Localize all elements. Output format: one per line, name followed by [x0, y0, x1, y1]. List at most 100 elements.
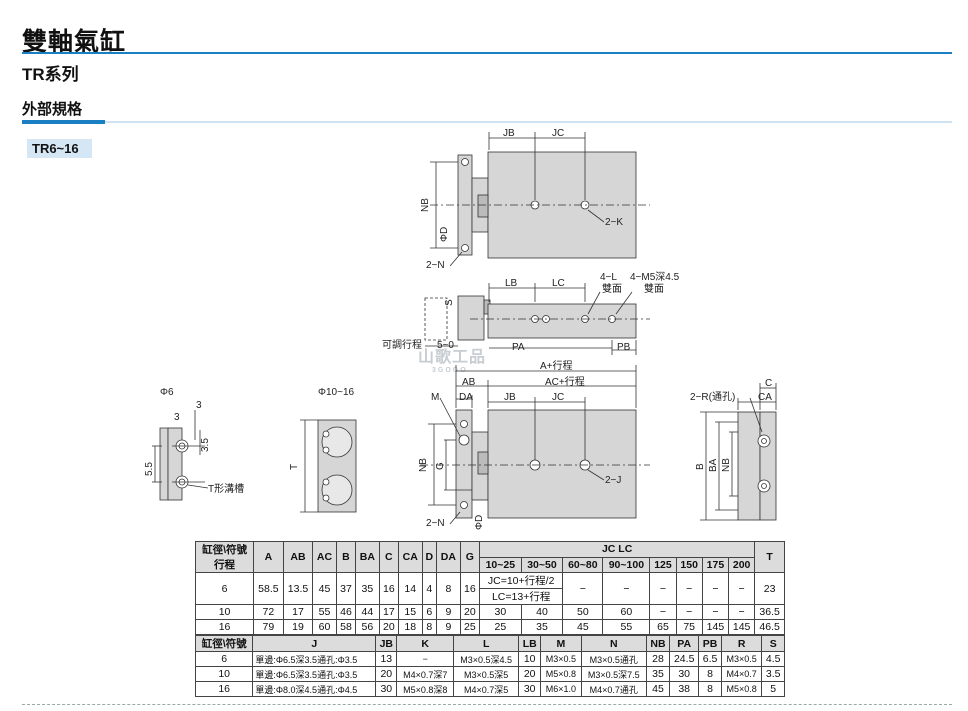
label-S: S: [444, 299, 455, 306]
t1-h-stroke-text: 行程: [214, 559, 236, 571]
label-phi10-16: Φ10~16: [318, 387, 355, 398]
title-rule: [22, 52, 952, 54]
t1-h-C: C: [378, 541, 400, 573]
t1-cell: 17: [378, 604, 400, 620]
t2-h: S: [761, 635, 785, 652]
t1-cell: 25: [479, 619, 522, 635]
t2-cell: M3×0.5: [540, 651, 582, 667]
t1-cell: 55: [312, 604, 337, 620]
t1-cell: 72: [253, 604, 284, 620]
t1-cell: −: [649, 604, 677, 620]
t2-cell: M3×0.5深7.5: [580, 666, 647, 682]
t1-cell: 37: [335, 572, 357, 605]
label-C: C: [765, 378, 772, 389]
page-title: 雙軸氣缸: [22, 28, 127, 56]
t2-cell: 單邊:Φ8.0深4.5通孔:Φ4.5: [252, 681, 377, 697]
table2-header-row: 缸徑\符號 J JB K L LB M N NB PA PB R S: [194, 635, 785, 652]
label-G: G: [435, 462, 446, 470]
t1-cell: 15: [398, 604, 423, 620]
t1-h-BA: BA: [355, 541, 380, 573]
t1-stroke: 60~80: [562, 556, 604, 573]
t2-cell: 10: [194, 666, 254, 682]
t1-cell: 35: [355, 572, 380, 605]
label-PA: PA: [512, 342, 525, 353]
t1-cell: 145: [728, 619, 756, 635]
t1-cell: 58: [335, 619, 357, 635]
t1-cell: 55: [602, 619, 651, 635]
table-row: 16 79 19 60 58 56 20 18 8 9 25 25 35 45 …: [194, 619, 785, 635]
label-LB: LB: [505, 278, 518, 289]
t1-cell: −: [649, 572, 677, 605]
label-phiD-front: ΦD: [474, 515, 485, 530]
t2-cell: 單邊:Φ6.5深3.5通孔:Φ3.5: [252, 666, 377, 682]
label-both-2: 雙面: [644, 282, 664, 295]
t1-cell: 6: [421, 604, 438, 620]
t1-stroke: 30~50: [520, 556, 564, 573]
t2-h: L: [453, 635, 520, 652]
t1-cell: −: [675, 604, 703, 620]
t2-cell: 20: [518, 666, 542, 682]
label-NB-end: NB: [721, 458, 732, 472]
t2-cell: M4×0.7通孔: [580, 681, 647, 697]
t1-stroke: 175: [701, 556, 730, 573]
watermark: 山歌工品 3GOGO: [418, 343, 486, 374]
t2-cell: M5×0.8: [720, 681, 763, 697]
t1-h-AC: AC: [312, 541, 337, 573]
dimension-table-1: 缸徑\符號行程 A AB AC B BA C CA D DA G JC LC T…: [194, 541, 785, 635]
detail-phi6: [152, 410, 209, 501]
t1-cell: 40: [520, 604, 564, 620]
t1-cell: 4: [421, 572, 438, 605]
t2-h: NB: [645, 635, 671, 652]
t2-cell: 8: [698, 666, 722, 682]
t2-cell: 38: [669, 681, 700, 697]
t2-cell: M3×0.5深5: [453, 666, 520, 682]
t2-cell: M3×0.5深4.5: [453, 651, 520, 667]
t1-stroke: 200: [728, 556, 756, 573]
t1-cell: 45: [312, 572, 337, 605]
t2-cell: M6×1.0: [540, 681, 582, 697]
t1-cell: 16: [194, 619, 255, 635]
label-phi6: Φ6: [160, 387, 174, 398]
label-dim-3-5: 3.5: [200, 438, 211, 452]
t1-h-D: D: [421, 541, 438, 573]
t2-cell: M4×0.7: [720, 666, 763, 682]
t1-cell: 6: [194, 572, 255, 605]
label-dim-3-a: 3: [196, 400, 202, 411]
detail-phi10-16: [300, 419, 357, 513]
t1-cell: 60: [312, 619, 337, 635]
t2-cell: M5×0.8深8: [396, 681, 455, 697]
t2-h: K: [396, 635, 455, 652]
label-CA: CA: [758, 392, 772, 403]
t1-cell: 58.5: [253, 572, 284, 605]
watermark-main: 山歌工品: [418, 349, 487, 366]
t1-cell: 16: [459, 572, 481, 605]
t2-cell: 3.5: [761, 666, 785, 682]
t2-cell: 6: [194, 651, 254, 667]
t1-h-jclc: JC LC: [479, 541, 756, 558]
t1-cell: 20: [459, 604, 481, 620]
t1-cell: 46.5: [754, 619, 785, 635]
label-range: 5~0: [437, 340, 454, 351]
t1-h-A: A: [253, 541, 284, 573]
label-A-plus-stroke: A+行程: [540, 359, 573, 372]
t1-cell: 23: [754, 572, 785, 605]
label-adjustable-stroke: 可調行程: [382, 338, 422, 351]
t1-cell: −: [701, 572, 730, 605]
side-view: [424, 283, 650, 355]
t2-h: R: [720, 635, 763, 652]
t1-h-G: G: [459, 541, 481, 573]
t2-h: PA: [669, 635, 700, 652]
t1-cell: 46: [335, 604, 357, 620]
t1-cell: 19: [282, 619, 314, 635]
t2-cell: M3×0.5通孔: [580, 651, 647, 667]
label-4M5: 4−M5深4.5: [630, 271, 680, 283]
t2-cell: 4.5: [761, 651, 785, 667]
t2-h: LB: [518, 635, 542, 652]
t2-h: 缸徑\符號: [194, 635, 254, 652]
label-LC: LC: [552, 278, 565, 289]
t1-h-bore-text: 缸徑\符號: [202, 544, 247, 556]
label-PB: PB: [617, 342, 631, 353]
t2-cell: 20: [375, 666, 398, 682]
table1-header-row: 缸徑\符號行程 A AB AC B BA C CA D DA G JC LC T: [194, 541, 785, 573]
t1-cell: 16: [378, 572, 400, 605]
